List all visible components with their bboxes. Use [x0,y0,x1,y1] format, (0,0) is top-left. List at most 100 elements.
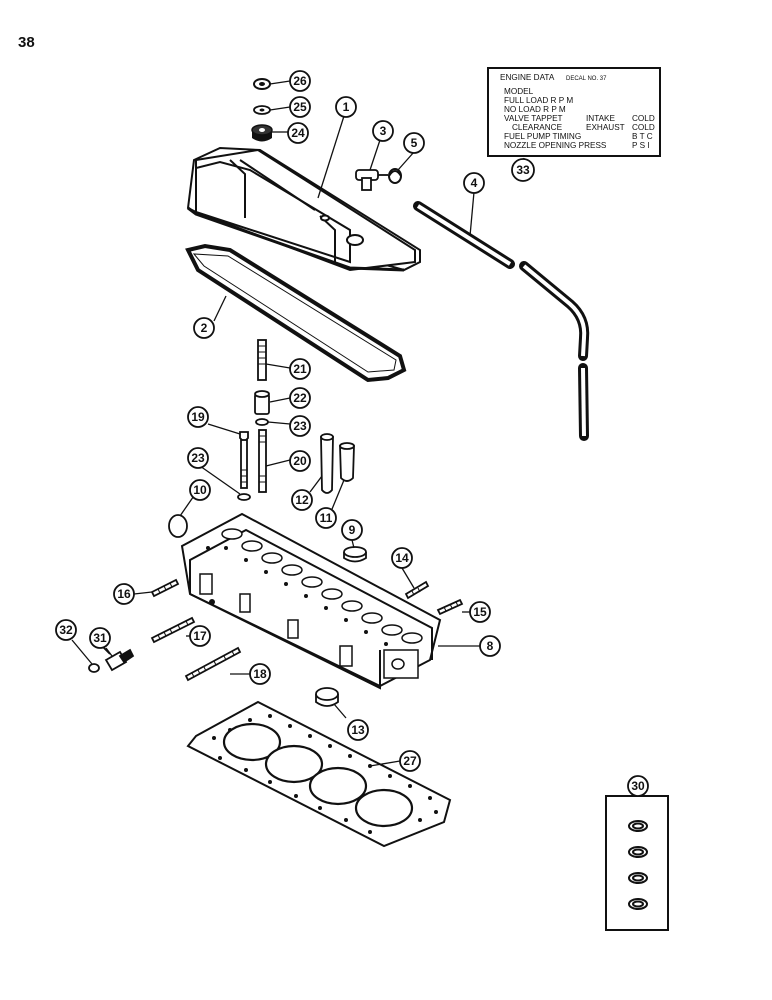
head-gasket [186,700,452,848]
callout-1: 1 [335,96,357,118]
page-number: 38 [18,34,35,51]
breather-fitting [355,169,388,191]
decal-row-left: VALVE TAPPET [504,114,563,123]
svg-text:21: 21 [293,362,307,376]
svg-text:32: 32 [59,623,73,637]
callout-23-upper: 23 [289,415,311,437]
callouts: 26 25 24 1 3 5 4 33 2 21 22 23 19 20 23 … [55,70,649,797]
svg-text:33: 33 [516,163,530,177]
long-stud-17 [150,616,196,644]
callout-3: 3 [372,120,394,142]
callout-23-lower: 23 [187,447,209,469]
callout-27: 27 [399,750,421,772]
svg-text:2: 2 [201,321,208,335]
cover-grommet [251,124,273,142]
callout-25: 25 [289,96,311,118]
valve-seat-insert [343,546,367,563]
callout-18: 18 [249,663,271,685]
svg-text:4: 4 [471,176,478,190]
decal-row-left: FUEL PUMP TIMING [504,132,581,141]
valve-seat-insert-13 [315,687,339,707]
callout-20: 20 [289,450,311,472]
svg-text:26: 26 [293,74,307,88]
manifold-stud-lower [436,598,464,616]
decal-row-left: MODEL [504,87,534,96]
callout-33: 33 [511,158,535,182]
callout-31: 31 [89,627,111,649]
callout-21: 21 [289,358,311,380]
decal-row-mid: EXHAUST [586,123,625,132]
cover-washer [253,105,271,115]
decal-row-left: FULL LOAD R P M [504,96,573,105]
svg-text:30: 30 [631,779,645,793]
decal-title: ENGINE DATA [500,73,555,82]
svg-text:3: 3 [380,124,387,138]
svg-text:16: 16 [117,587,131,601]
seal-kit-box [605,795,669,931]
exhaust-stud [150,578,180,598]
callout-10: 10 [189,479,211,501]
svg-text:8: 8 [487,639,494,653]
callout-16: 16 [113,583,135,605]
svg-text:18: 18 [253,667,267,681]
svg-text:9: 9 [349,523,356,537]
svg-text:1: 1 [343,100,350,114]
decal-row-right: COLD [632,114,655,123]
stud-washer-upper [255,418,269,426]
callout-13: 13 [347,719,369,741]
breather-hose [413,201,590,441]
callout-4: 4 [463,172,485,194]
callout-8: 8 [479,635,501,657]
callout-11: 11 [315,507,337,529]
valve-cover [186,146,421,272]
svg-text:27: 27 [403,754,417,768]
callout-32: 32 [55,619,77,641]
callout-19: 19 [187,406,209,428]
svg-text:23: 23 [191,451,205,465]
head-stud [258,429,267,493]
callout-14: 14 [391,547,413,569]
callout-15: 15 [469,601,491,623]
svg-text:20: 20 [293,454,307,468]
svg-text:15: 15 [473,605,487,619]
svg-text:13: 13 [351,723,365,737]
valve-guide-intake [320,433,334,494]
decal-row-left: NO LOAD R P M [504,105,566,114]
svg-text:31: 31 [93,631,107,645]
expansion-plug [168,514,188,538]
decal-row-right: P S I [632,141,650,150]
svg-text:17: 17 [193,629,207,643]
svg-text:25: 25 [293,100,307,114]
decal-row-left: CLEARANCE [512,123,563,132]
svg-text:12: 12 [295,493,309,507]
cover-nut [253,78,271,90]
valve-guide-exhaust [339,442,355,482]
svg-text:22: 22 [293,391,307,405]
manifold-stud-upper [404,580,430,600]
decal-number: DECAL NO. 37 [566,76,607,82]
callout-30: 30 [627,775,649,797]
pipe-plug [88,663,100,673]
decal-rows: MODEL FULL LOAD R P M NO LOAD R P M VALV… [504,87,655,150]
svg-text:11: 11 [320,511,333,525]
callout-2: 2 [193,317,215,339]
callout-17: 17 [189,625,211,647]
svg-text:10: 10 [193,483,207,497]
decal-row-mid: INTAKE [586,114,616,123]
decal-row-left: NOZZLE OPENING PRESS [504,141,607,150]
callout-5: 5 [403,132,425,154]
decal-row-right: B T C [632,132,653,141]
svg-text:14: 14 [395,551,409,565]
svg-text:19: 19 [191,410,205,424]
cylinder-head [180,512,442,690]
valve-cover-gasket [185,243,407,383]
callout-24: 24 [287,122,309,144]
callout-9: 9 [341,519,363,541]
svg-text:23: 23 [293,419,307,433]
callout-22: 22 [289,387,311,409]
callout-26: 26 [289,70,311,92]
engine-data-decal: ENGINE DATA DECAL NO. 37 MODEL FULL LOAD… [487,67,661,157]
hose-clamp [388,168,402,184]
callout-12: 12 [291,489,313,511]
